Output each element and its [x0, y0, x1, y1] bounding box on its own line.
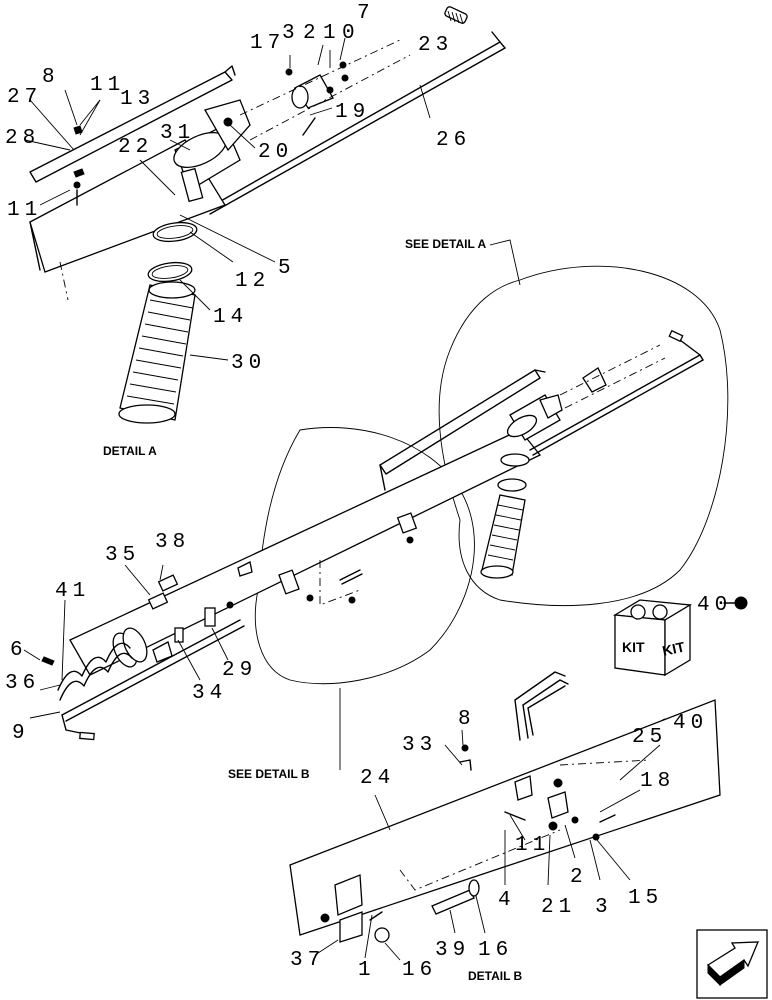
callout: 27	[7, 86, 42, 109]
callout: 40	[673, 712, 708, 735]
callout: 15	[628, 887, 663, 910]
callout-numbers: 7 17 3 2 1 0 23 8 11 27 13 19 31 28 22 2…	[5, 2, 732, 983]
callout: 34	[192, 682, 227, 705]
callout: 14	[213, 306, 248, 329]
callout: 16	[402, 959, 437, 982]
callout: 8	[458, 708, 476, 731]
callout: 17	[250, 32, 285, 55]
auger-tube-main	[69, 429, 542, 676]
kit-box-icon: KIT KIT	[612, 599, 693, 677]
detail-b-caption: DETAIL B	[468, 969, 523, 983]
callout: 41	[55, 580, 90, 603]
callout: 21	[541, 896, 576, 919]
callout: 35	[105, 544, 140, 567]
callout: 13	[120, 88, 155, 111]
callout: 38	[155, 531, 190, 554]
main-auger-assembly	[41, 265, 729, 741]
see-detail-b-caption: SEE DETAIL B	[228, 767, 310, 781]
callout: 25	[632, 726, 667, 749]
callout: 8	[42, 66, 60, 89]
callout: 23	[418, 34, 453, 57]
callout: 6	[10, 639, 28, 662]
callout: 30	[231, 352, 266, 375]
detail-b-assembly	[289, 671, 721, 943]
detail-b-tube	[289, 699, 721, 936]
callout: 11	[515, 834, 550, 857]
detail-a-caption: DETAIL A	[103, 444, 157, 458]
next-arrow-icon[interactable]	[696, 929, 768, 999]
callout: 7	[357, 2, 375, 25]
callout: 12	[235, 270, 270, 293]
auger-tube-top	[29, 139, 226, 273]
callout: 3	[595, 896, 613, 919]
callout: 1	[323, 22, 341, 45]
callout: 2	[570, 866, 588, 889]
callout: 4	[498, 889, 516, 912]
callout: 1	[358, 959, 376, 982]
callout: 31	[160, 122, 195, 145]
callout: 37	[290, 949, 325, 972]
callout: 26	[436, 129, 471, 152]
callout: 33	[402, 734, 437, 757]
callout: 39	[435, 939, 470, 962]
callout: 19	[335, 101, 370, 124]
callout: 11	[7, 199, 42, 222]
callout: 28	[5, 127, 40, 150]
callout: 24	[360, 767, 395, 790]
callout: 0	[342, 22, 360, 45]
callout: 9	[12, 722, 30, 745]
callout: 16	[478, 939, 513, 962]
callout: 20	[258, 141, 293, 164]
flex-hose	[119, 284, 196, 421]
callout: 2	[303, 22, 321, 45]
detail-a-bubble	[438, 265, 729, 607]
leader-lines	[23, 37, 661, 961]
callout: 3	[282, 22, 300, 45]
spring-part	[444, 6, 468, 24]
kit-label-right: KIT	[661, 638, 687, 658]
callout: 22	[118, 136, 153, 159]
callout: 40	[697, 594, 732, 617]
callout: 29	[222, 659, 257, 682]
callout: 18	[640, 770, 675, 793]
callout: 36	[5, 672, 40, 695]
callout: 11	[90, 74, 125, 97]
detail-a-assembly	[29, 6, 506, 424]
see-detail-a-caption: SEE DETAIL A	[405, 237, 486, 251]
callout: 5	[278, 257, 296, 280]
kit-label-left: KIT	[622, 639, 645, 655]
